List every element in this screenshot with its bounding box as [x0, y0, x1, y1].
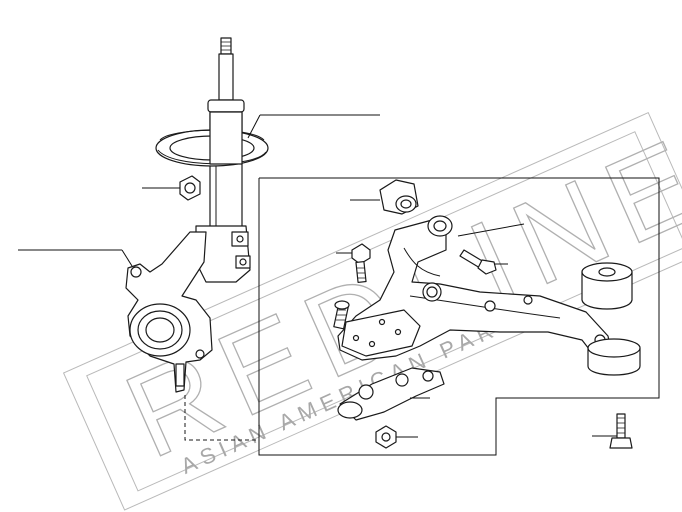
locator-line	[184, 395, 259, 441]
stabilizer-link-nut	[179, 175, 201, 201]
ball-joint	[337, 367, 445, 421]
coil-spring	[155, 111, 269, 167]
arm-bolt	[333, 300, 350, 330]
leader-knuckle-angle	[121, 249, 133, 267]
leader-lines	[18, 114, 617, 438]
bushing-bolt-shaft	[459, 249, 497, 275]
front-bolt	[351, 243, 371, 283]
leader-strut-angle	[247, 114, 261, 139]
lower-control-arm	[337, 219, 613, 361]
bushing-bolt	[427, 215, 453, 237]
callout-frame	[258, 177, 660, 456]
ball-joint-nut	[375, 425, 397, 449]
steering-knuckle	[125, 231, 213, 393]
front-bushing	[379, 179, 419, 215]
rear-bushing-bolt	[609, 413, 633, 449]
leader-bushing-bolt	[457, 223, 525, 237]
rear-bushing	[581, 262, 641, 376]
